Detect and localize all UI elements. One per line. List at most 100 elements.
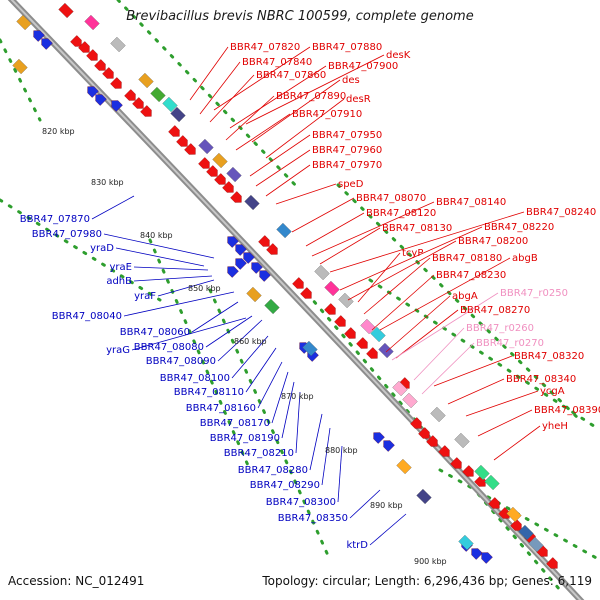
reverse-gene-arrow	[235, 244, 247, 256]
gene-label: BBR47_08190	[210, 433, 280, 444]
leader-line	[245, 347, 277, 393]
leader-line	[363, 257, 431, 315]
gene-label: yraG	[106, 345, 130, 356]
gene-label: BBR47_08060	[120, 327, 190, 338]
forward-gene-arrow	[184, 143, 196, 155]
gene-label: BBR47_08180	[432, 253, 502, 264]
gene-label: BBR47_08110	[174, 387, 244, 398]
reverse-gene-arrow	[95, 94, 107, 106]
gene-block	[528, 536, 544, 553]
gene-label: BBR47_07890	[276, 91, 346, 102]
reverse-gene-arrow	[243, 252, 255, 264]
gene-block	[198, 138, 214, 155]
leader-line	[319, 227, 381, 265]
gene-label: desR	[346, 94, 371, 105]
forward-gene-arrow	[462, 465, 474, 477]
gene-block	[314, 264, 330, 281]
forward-gene-arrow	[410, 417, 422, 429]
gene-label: BBR47_08270	[460, 305, 530, 316]
reverse-gene-arrow	[227, 266, 239, 278]
forward-gene-arrow	[124, 89, 136, 101]
scale-label: 830 kbp	[91, 178, 124, 187]
leader-line	[115, 247, 205, 267]
gene-label: BBR47_07950	[312, 130, 382, 141]
gene-label: BBR47_08390	[534, 405, 600, 416]
gene-label: BBR47_08340	[506, 374, 576, 385]
leader-line	[265, 98, 345, 159]
scale-label: 870 kbp	[281, 392, 314, 401]
gene-label: BBR47_08320	[514, 351, 584, 362]
forward-gene-arrow	[102, 67, 114, 79]
gene-block	[518, 524, 534, 541]
forward-gene-arrow	[418, 427, 430, 439]
leader-line	[295, 391, 301, 454]
leader-line	[337, 445, 343, 503]
leader-line	[245, 54, 385, 125]
gene-block	[58, 2, 74, 19]
forward-gene-arrow	[206, 165, 218, 177]
gene-label: BBR47_08080	[134, 342, 204, 353]
leader-line	[249, 134, 311, 177]
forward-gene-arrow	[344, 327, 356, 339]
gene-label: abgA	[452, 291, 478, 302]
leader-line	[309, 413, 323, 471]
gene-block	[110, 36, 126, 53]
gene-label: BBR47_07870	[20, 214, 90, 225]
gene-block	[162, 96, 178, 113]
gene-label: BBR47_07880	[312, 42, 382, 53]
forward-gene-arrow	[334, 315, 346, 327]
leader-line	[251, 79, 341, 143]
leader-line	[209, 74, 255, 123]
gene-block	[138, 72, 154, 89]
leader-line	[225, 95, 275, 141]
leader-line	[379, 257, 511, 331]
leader-line	[291, 197, 355, 233]
forward-gene-arrow	[438, 445, 450, 457]
leader-line	[229, 65, 327, 129]
leader-line	[385, 295, 451, 353]
kbp-dot-line	[0, 38, 42, 122]
gene-block	[402, 392, 418, 409]
forward-gene-arrow	[300, 287, 312, 299]
forward-gene-arrow	[230, 191, 242, 203]
forward-gene-arrow	[168, 125, 180, 137]
leader-line	[123, 291, 235, 317]
scale-label: 850 kbp	[188, 284, 221, 293]
leader-line	[339, 226, 483, 291]
leader-line	[91, 195, 135, 220]
leader-line	[369, 513, 407, 546]
gene-block	[338, 292, 354, 309]
leader-line	[191, 301, 239, 333]
leader-line	[235, 113, 291, 151]
reverse-gene-arrow	[259, 270, 271, 282]
forward-gene-arrow	[222, 181, 234, 193]
leader-line	[413, 327, 465, 381]
gene-label: yraD	[90, 243, 114, 254]
kbp-dot-line	[116, 0, 302, 192]
forward-gene-arrow	[70, 35, 82, 47]
scale-label: 820 kbp	[42, 127, 75, 136]
reverse-gene-arrow	[33, 30, 45, 42]
gene-label: adhB	[106, 276, 132, 287]
forward-gene-arrow	[426, 435, 438, 447]
gene-label: speD	[338, 179, 364, 190]
gene-label: BBR47_08070	[356, 193, 426, 204]
gene-label: des	[342, 75, 360, 86]
leader-line	[265, 164, 311, 197]
gene-features	[12, 2, 558, 569]
leader-line	[133, 266, 209, 271]
gene-label: abgB	[512, 253, 538, 264]
leader-line	[421, 342, 475, 395]
reverse-gene-arrow	[227, 236, 239, 248]
leader-line	[311, 201, 435, 257]
leader-line	[321, 427, 331, 486]
leader-line	[395, 309, 459, 359]
forward-gene-arrow	[78, 41, 90, 53]
leader-line	[271, 371, 289, 424]
reverse-gene-arrow	[41, 38, 53, 50]
gene-block	[324, 280, 340, 297]
leader-line	[133, 275, 213, 282]
gene-block	[16, 14, 32, 31]
